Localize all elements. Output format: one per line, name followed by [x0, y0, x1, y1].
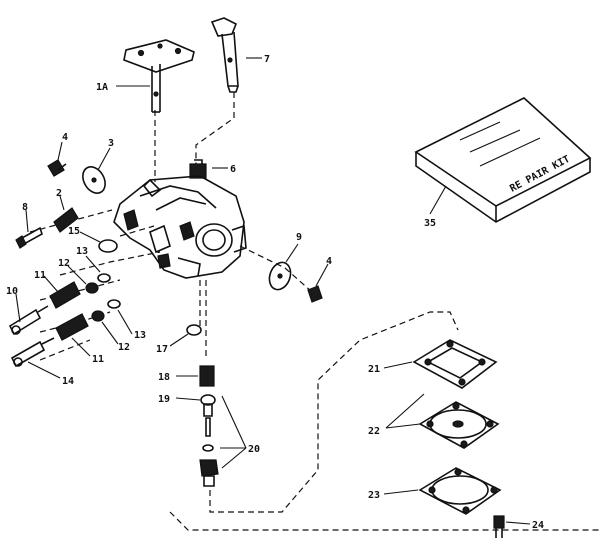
label-12-upper: 12 [58, 258, 70, 269]
label-23: 23 [368, 490, 380, 501]
label-24: 24 [532, 520, 544, 531]
label-11-upper: 11 [34, 270, 46, 281]
mixture-needles-and-springs [8, 273, 121, 368]
label-13-upper: 13 [76, 246, 88, 257]
label-3: 3 [108, 138, 114, 149]
label-22: 22 [368, 426, 380, 437]
label-6: 6 [230, 164, 236, 175]
label-9: 9 [296, 232, 302, 243]
carburetor-body [113, 175, 247, 279]
left-screws-and-springs [15, 159, 118, 253]
label-2: 2 [56, 188, 62, 199]
repair-kit-box-part-35: RE PAIR KIT [414, 97, 592, 223]
label-10: 10 [6, 286, 18, 297]
label-17: 17 [156, 344, 168, 355]
label-15: 15 [68, 226, 80, 237]
gasket-and-diaphragm-stack [412, 339, 505, 538]
label-13-lower: 13 [134, 330, 146, 341]
label-4-right: 4 [326, 256, 332, 267]
label-19: 19 [158, 394, 170, 405]
fitting-part-6 [189, 159, 207, 179]
label-1a: 1A [96, 82, 108, 93]
label-18: 18 [158, 372, 170, 383]
label-4-left: 4 [62, 132, 68, 143]
label-14: 14 [62, 376, 74, 387]
choke-shaft-part-7 [210, 17, 239, 93]
label-20: 20 [248, 444, 260, 455]
part-number-labels: 1A 7 6 4 3 2 8 15 13 12 11 10 13 12 11 1… [6, 54, 544, 531]
assembly-dashed-lines [29, 92, 600, 531]
label-11-lower: 11 [92, 354, 104, 365]
repair-kit-text: RE PAIR KIT [508, 154, 572, 195]
label-21: 21 [368, 364, 380, 375]
label-7: 7 [264, 54, 270, 65]
throttle-plate-part-1a [123, 39, 195, 113]
label-35: 35 [424, 218, 436, 229]
label-12-lower: 12 [118, 342, 130, 353]
inlet-needle-assembly [186, 324, 219, 487]
right-disk-and-screw [268, 261, 323, 303]
leader-lines [15, 57, 531, 525]
label-8: 8 [22, 202, 28, 213]
